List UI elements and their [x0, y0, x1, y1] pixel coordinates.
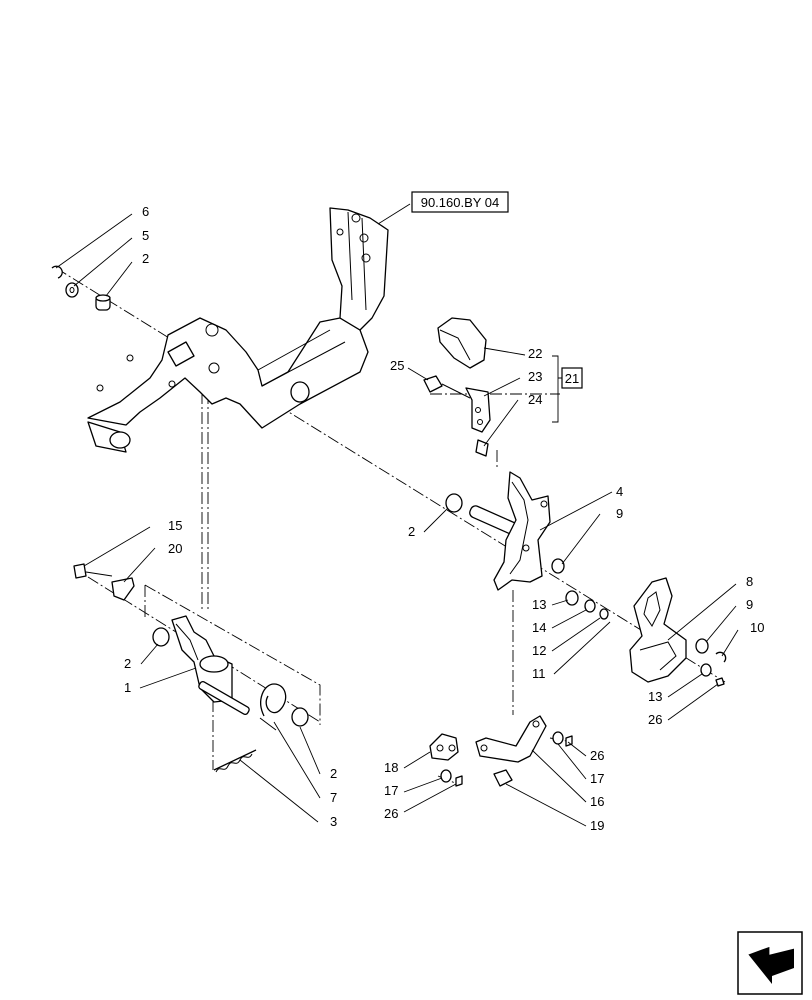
callout-25: 25 — [390, 358, 404, 373]
callout-18: 18 — [384, 760, 398, 775]
bolt-15 — [73, 563, 87, 579]
knob-assembly — [423, 317, 491, 457]
callout-6: 6 — [142, 204, 149, 219]
knob-22 — [437, 317, 487, 369]
callout-23: 23 — [528, 369, 542, 384]
bracket-18 — [429, 733, 459, 761]
callout-13: 13 — [532, 597, 546, 612]
lever-4 — [445, 471, 565, 591]
assembly-box[interactable]: 21 — [561, 367, 583, 389]
callout-15: 15 — [168, 518, 182, 533]
lever-1-assembly — [152, 615, 309, 773]
retaining-clip-6 — [51, 265, 63, 279]
washer-17b — [552, 731, 564, 745]
callout-7: 7 — [330, 790, 337, 805]
washer-9a — [551, 558, 565, 574]
callout-14: 14 — [532, 620, 546, 635]
lower-left-hardware — [73, 563, 135, 601]
clip-10 — [715, 651, 727, 663]
bushing-2c — [291, 707, 309, 727]
leader-lines — [55, 203, 739, 827]
catch-20 — [111, 577, 135, 601]
callout-10: 10 — [750, 620, 764, 635]
bushing-2d — [445, 493, 463, 513]
main-bracket — [87, 207, 389, 453]
bolt-19 — [493, 769, 513, 787]
callout-8: 8 — [746, 574, 753, 589]
lower-right-assembly — [429, 715, 573, 787]
plate-8 — [565, 577, 727, 687]
washer-13b — [700, 663, 712, 677]
callout-26: 26 — [648, 712, 662, 727]
washer-14 — [584, 599, 596, 613]
callout-26: 26 — [384, 806, 398, 821]
callout-13: 13 — [648, 689, 662, 704]
callout-9: 9 — [616, 506, 623, 521]
callout-9: 9 — [746, 597, 753, 612]
link-16 — [475, 715, 547, 763]
washer-5 — [65, 282, 79, 298]
callout-5: 5 — [142, 228, 149, 243]
reference-box[interactable]: 90.160.BY 04 — [411, 191, 509, 213]
bolt-25 — [423, 375, 443, 393]
torsion-spring-7 — [260, 683, 287, 717]
washer-9b — [695, 638, 709, 654]
callout-26: 26 — [590, 748, 604, 763]
callout-19: 19 — [590, 818, 604, 833]
callout-17: 17 — [384, 783, 398, 798]
plate-23 — [465, 387, 491, 433]
callout-22: 22 — [528, 346, 542, 361]
bushing-2b — [152, 627, 170, 647]
callout-2: 2 — [142, 251, 149, 266]
callout-3: 3 — [330, 814, 337, 829]
assembly-label: 21 — [565, 371, 579, 386]
arrow-left-icon[interactable] — [737, 931, 803, 995]
tension-spring-3 — [213, 749, 257, 771]
callout-24: 24 — [528, 392, 542, 407]
callout-20: 20 — [168, 541, 182, 556]
callout-16: 16 — [590, 794, 604, 809]
callout-17: 17 — [590, 771, 604, 786]
alignment-axes — [55, 267, 726, 786]
washer-17a — [440, 769, 452, 783]
cotter-26b — [455, 775, 463, 787]
callout-2: 2 — [408, 524, 415, 539]
upper-left-hardware — [51, 265, 111, 311]
reference-label: 90.160.BY 04 — [421, 195, 500, 210]
callout-2: 2 — [330, 766, 337, 781]
callout-labels: 6 5 2 15 20 2 1 2 7 3 25 22 23 24 4 9 2 … — [124, 204, 764, 833]
callout-11: 11 — [532, 666, 546, 681]
callout-4: 4 — [616, 484, 623, 499]
pin-12 — [599, 608, 609, 620]
callout-2: 2 — [124, 656, 131, 671]
callout-1: 1 — [124, 680, 131, 695]
washer-13a — [565, 590, 579, 606]
callout-12: 12 — [532, 643, 546, 658]
